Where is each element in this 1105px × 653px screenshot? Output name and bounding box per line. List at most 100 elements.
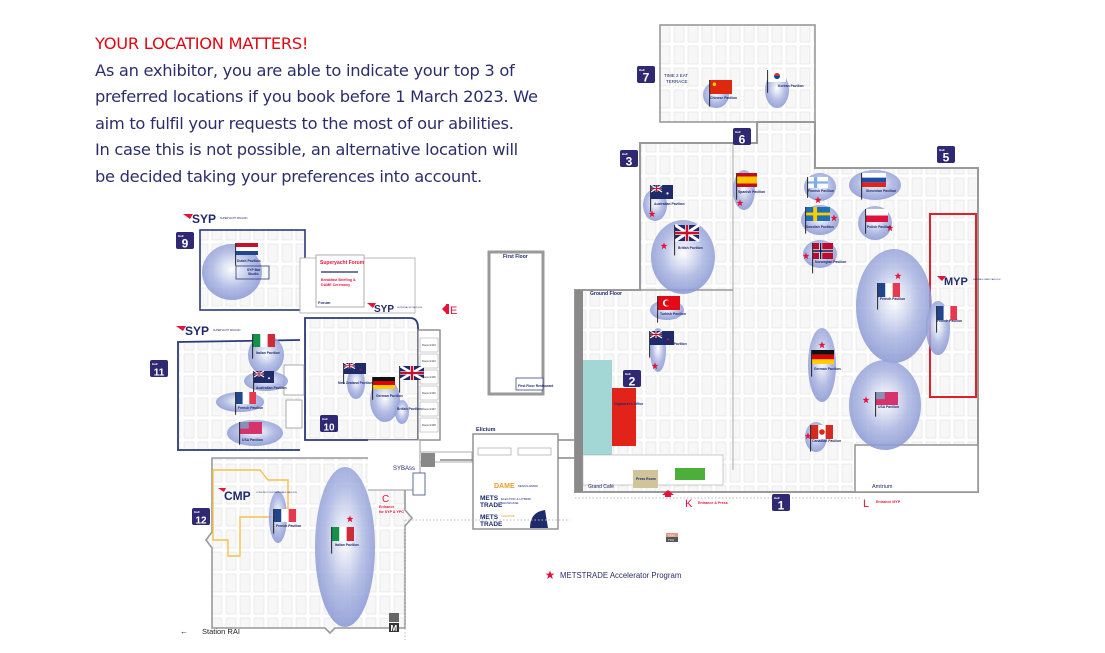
time2eat-label: TIME 2 EAT	[664, 73, 688, 78]
press-room	[633, 470, 658, 488]
svg-text:SYP: SYP	[374, 304, 394, 315]
pavilion-nl[interactable]	[202, 243, 262, 300]
electric-showcase-label: ELECTRIC & HYBRID	[501, 497, 532, 501]
meeting-room	[419, 417, 439, 433]
pavilion-fr[interactable]	[926, 301, 957, 355]
entrance-e[interactable]: E	[442, 304, 457, 317]
pavilion-area	[315, 467, 375, 627]
entrance-c[interactable]: C Entrance for SYP & YPC	[379, 494, 404, 514]
pavilion-uk[interactable]	[651, 220, 715, 294]
pavilion-label: Slovenian Pavilion	[866, 189, 896, 193]
svg-text:SUPERYACHT PAVILION: SUPERYACHT PAVILION	[213, 329, 241, 332]
svg-text:K: K	[685, 498, 693, 510]
svg-text:TCA: TCA	[668, 538, 674, 542]
svg-text:12: 12	[195, 516, 207, 527]
pavilion-kr[interactable]	[765, 70, 789, 108]
pavilion-no[interactable]	[802, 240, 837, 274]
first-floor-restaurant-label: First Floor Restaurant	[518, 384, 554, 388]
pavilion-us[interactable]	[849, 360, 921, 450]
pavilion-au[interactable]	[244, 370, 288, 394]
svg-text:Hall: Hall	[625, 372, 631, 376]
pavilion-area	[202, 244, 262, 300]
svg-text:SYP: SYP	[192, 212, 216, 226]
electric-showcase-label: SHOWCASE	[501, 501, 519, 505]
syp-logo: SYP SUPERYACHT PAVILION	[183, 212, 248, 226]
svg-text:Hall: Hall	[152, 362, 158, 366]
flag-no-icon	[812, 243, 833, 274]
pavilion-label: French Pavilion	[238, 406, 263, 410]
intro-line: preferred locations if you book before 1…	[95, 87, 538, 106]
pavilion-es[interactable]	[733, 170, 757, 210]
pavilion-area	[347, 367, 365, 399]
flag-us-icon	[875, 392, 898, 417]
svg-text:Hall: Hall	[178, 234, 184, 238]
pavilion-fi[interactable]	[804, 173, 836, 204]
pavilion-fr[interactable]	[216, 392, 264, 415]
pavilion-cn[interactable]	[703, 80, 732, 108]
flag-fr-icon	[936, 306, 957, 333]
entrance-k[interactable]: K Entrance & Press	[662, 490, 728, 510]
pavilion-si[interactable]	[849, 170, 901, 200]
svg-text:11: 11	[154, 368, 165, 379]
svg-text:1: 1	[778, 499, 785, 513]
pavilion-nz[interactable]	[343, 362, 366, 399]
pavilion-tr[interactable]	[650, 296, 684, 323]
flag-se-icon	[805, 207, 830, 234]
hall-12-badge[interactable]: Hall 12	[192, 508, 210, 527]
pavilion-label: Turkish Pavilion	[660, 312, 686, 316]
hall-11-badge[interactable]: Hall 11	[150, 360, 168, 379]
svg-text:SYP: SYP	[185, 324, 209, 338]
pavilion-au[interactable]	[643, 184, 673, 221]
flag-au-icon	[650, 184, 673, 212]
meeting-room-label: Room E104	[422, 359, 436, 363]
superyacht-forum[interactable]: Superyacht Forum Breakfast Briefing & DA…	[315, 254, 365, 308]
meeting-room-label: Room E103	[422, 343, 436, 347]
station-rai-link[interactable]: ← Station RAI	[180, 627, 240, 636]
flag-nz-icon	[343, 362, 366, 384]
pavilion-nz[interactable]	[649, 328, 674, 372]
pavilion-de[interactable]	[808, 328, 836, 402]
pavilion-label: British Pavilion	[678, 246, 703, 250]
pavilion-label: Italian Pavilion	[256, 351, 280, 355]
pavilion-pl[interactable]	[858, 206, 894, 240]
pavilion-de[interactable]	[370, 377, 400, 422]
syba-label: SYBAss	[393, 466, 415, 472]
pavilion-label: Korean Pavilion	[778, 84, 804, 88]
pavilion-se[interactable]	[801, 205, 839, 235]
flag-tr-icon	[657, 296, 680, 323]
flag-nl-icon	[235, 243, 258, 266]
mets-trade-logo: TRADE	[480, 502, 503, 509]
pavilion-label: French Pavilion	[880, 297, 905, 301]
meeting-room	[419, 401, 439, 417]
pavilion-fr[interactable]	[269, 491, 296, 543]
meeting-room-label: Room E107	[422, 407, 436, 411]
svg-text:6: 6	[739, 133, 746, 147]
pavilion-it[interactable]	[315, 467, 375, 627]
svg-text:2: 2	[629, 375, 636, 389]
pavilion-us[interactable]	[227, 420, 283, 446]
mets-trade-logo: METS	[480, 495, 499, 502]
pavilion-label: British Pavilion	[397, 407, 422, 411]
pavilion-ca[interactable]	[804, 422, 833, 452]
svg-text:Hall: Hall	[194, 510, 200, 514]
arrow-left-icon: ←	[180, 627, 188, 636]
mets-trade-theatre-logo: TRADE	[480, 521, 503, 528]
entrance-l[interactable]: L Entrance MYP	[863, 498, 901, 510]
dame-logo: DAME	[494, 483, 515, 490]
pavilion-fr[interactable]	[856, 249, 932, 363]
flag-fi-icon	[807, 177, 828, 198]
pavilion-label: Swedish Pavilion	[806, 225, 834, 229]
pavilion-uk[interactable]	[395, 364, 425, 424]
flag-au-icon	[253, 370, 274, 394]
forum-label: Forum	[318, 300, 331, 305]
pavilion-it[interactable]	[248, 334, 284, 375]
